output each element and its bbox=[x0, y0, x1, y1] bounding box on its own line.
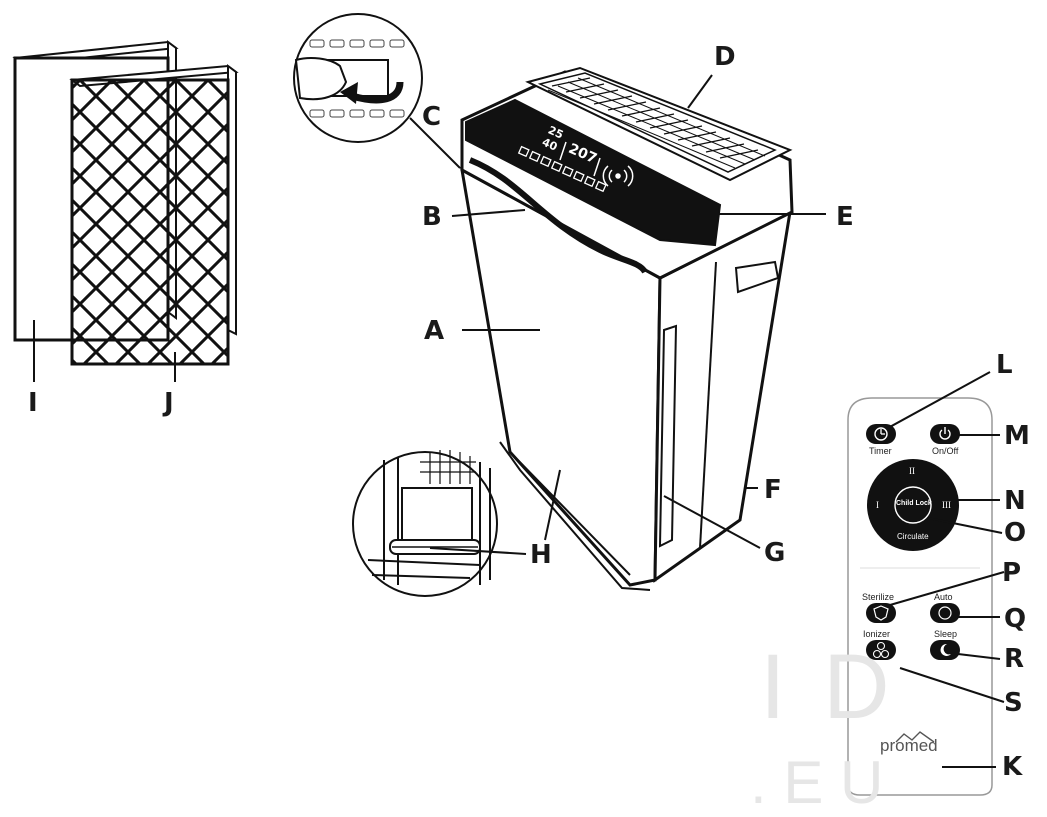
ionizer-label: Ionizer bbox=[863, 629, 891, 639]
circulate-label: Circulate bbox=[897, 532, 929, 541]
callout-d: D bbox=[714, 42, 736, 72]
callout-i: I bbox=[28, 388, 38, 418]
leader-lines bbox=[429, 74, 1005, 768]
callout-o: O bbox=[1004, 518, 1027, 548]
inset-c bbox=[293, 13, 461, 169]
filter-j bbox=[69, 64, 239, 366]
callout-h: H bbox=[530, 540, 552, 570]
callout-p: P bbox=[1002, 558, 1022, 588]
callout-j: J bbox=[164, 388, 174, 418]
callout-e: E bbox=[836, 202, 854, 232]
inset-h bbox=[352, 450, 498, 597]
auto-label: Auto bbox=[934, 592, 953, 602]
timer-label: Timer bbox=[869, 446, 892, 456]
remote-brand: promed bbox=[880, 736, 938, 755]
sleep-label: Sleep bbox=[934, 629, 958, 639]
watermark-bottom: . E U bbox=[750, 749, 884, 816]
callout-l: L bbox=[996, 350, 1013, 380]
callout-s: S bbox=[1004, 688, 1023, 718]
onoff-label: On/Off bbox=[932, 446, 959, 456]
child-lock-label: Child Lock bbox=[896, 500, 932, 507]
callout-b: B bbox=[422, 202, 442, 232]
callout-c: C bbox=[422, 102, 442, 132]
callout-g: G bbox=[764, 538, 786, 568]
callout-n: N bbox=[1004, 486, 1026, 516]
watermark-top: I D bbox=[760, 636, 896, 738]
callout-f: F bbox=[764, 475, 782, 505]
air-purifier bbox=[460, 66, 794, 591]
callout-a: A bbox=[424, 316, 445, 346]
callout-k: K bbox=[1002, 752, 1023, 782]
speed-i-label: I bbox=[876, 500, 879, 510]
callout-q: Q bbox=[1004, 604, 1027, 634]
speed-iii-label: III bbox=[942, 500, 951, 510]
speed-ii-label: II bbox=[909, 466, 915, 476]
sterilize-label: Sterilize bbox=[862, 592, 895, 602]
callout-m: M bbox=[1004, 421, 1030, 451]
callout-r: R bbox=[1004, 644, 1025, 674]
